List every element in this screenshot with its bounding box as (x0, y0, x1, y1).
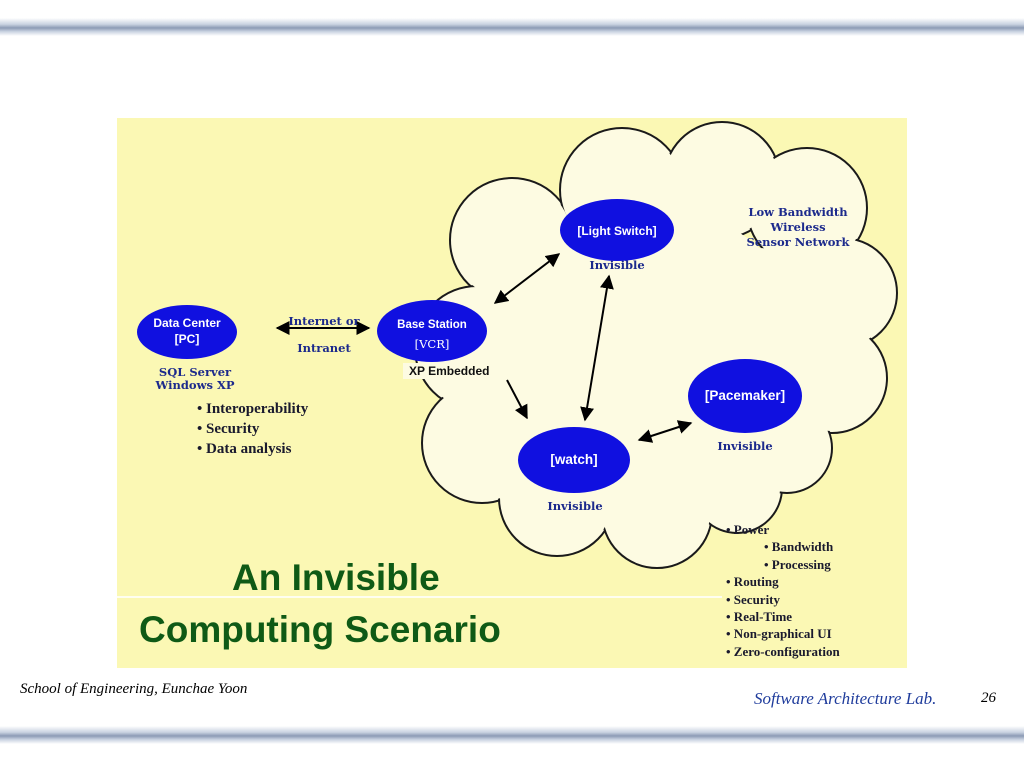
data-center-bullet: • Interoperability (197, 401, 309, 417)
base-station-node (377, 300, 487, 362)
arrow-basestation-watch (506, 379, 528, 420)
pacemaker-caption: Invisible (717, 439, 773, 453)
internet-link-label: Internet or Intranet (269, 308, 379, 362)
requirement-item: • Routing (726, 574, 779, 590)
network-line1: Low Bandwidth (748, 205, 848, 219)
requirement-item: • Power (726, 522, 770, 537)
internet-link-line1: Internet or (288, 314, 360, 328)
cloud-fill (417, 124, 895, 566)
pacemaker-node (688, 359, 802, 433)
network-label: Low Bandwidth Wireless Sensor Network (733, 205, 863, 250)
requirement-item: • Security (726, 591, 781, 607)
top-decorative-band (0, 18, 1024, 36)
watch-label: [watch] (550, 452, 598, 467)
network-line2: Wireless (770, 220, 826, 234)
requirement-item: • Non-graphical UI (726, 626, 832, 642)
data-center-bullet: • Data analysis (197, 441, 292, 457)
arrow-watch-pacemaker (637, 420, 693, 443)
light-switch-caption: Invisible (589, 258, 645, 272)
pacemaker-label: [Pacemaker] (704, 388, 786, 403)
footer-lab-name: Software Architecture Lab. (754, 689, 937, 708)
requirement-item: • Bandwidth (764, 539, 834, 555)
invisible-computing-diagram: Data Center [PC] Base Station [VCR] [Lig… (117, 118, 907, 668)
title-line2: Computing Scenario (139, 609, 501, 650)
light-switch-label: [Light Switch] (577, 224, 657, 238)
footer-author: School of Engineering, Eunchae Yoon (20, 681, 248, 697)
data-center-label: Data Center [PC] (137, 315, 237, 347)
software-line2: Windows XP (155, 378, 235, 392)
data-center-node (137, 305, 237, 359)
data-center-line2: [PC] (174, 332, 200, 346)
page-number: 26 (981, 690, 996, 706)
watch-node (518, 427, 630, 493)
arrow-lightswitch-watch (580, 274, 614, 422)
diagram-canvas (117, 121, 898, 598)
title-stripe (117, 596, 722, 598)
watch-caption: Invisible (547, 499, 603, 513)
data-center-line1: Data Center (153, 316, 221, 330)
internet-link-line2: Intranet (297, 341, 351, 355)
requirement-item: • Real-Time (726, 609, 793, 625)
bottom-decorative-band (0, 726, 1024, 744)
light-switch-node (560, 199, 674, 261)
data-center-bullets: • Interoperability • Security • Data analy… (197, 399, 308, 459)
software-line1: SQL Server (158, 365, 232, 379)
base-station-line2: [VCR] (414, 337, 450, 351)
arrow-basestation-lightswitch (493, 253, 561, 304)
xp-embedded-badge: XP Embedded (403, 363, 496, 379)
requirements-list: • Power• Bandwidth• Processing• Routing•… (726, 521, 840, 660)
network-line3: Sensor Network (746, 235, 850, 249)
data-center-bullet: • Security (197, 421, 260, 437)
requirement-item: • Processing (764, 556, 831, 572)
base-station-line1: Base Station (397, 319, 467, 331)
requirement-item: • Zero-configuration (726, 643, 840, 659)
title-line1: An Invisible (232, 557, 440, 598)
data-center-software: SQL Server Windows XP (145, 366, 245, 392)
base-station-label: Base Station [VCR] (377, 317, 487, 352)
